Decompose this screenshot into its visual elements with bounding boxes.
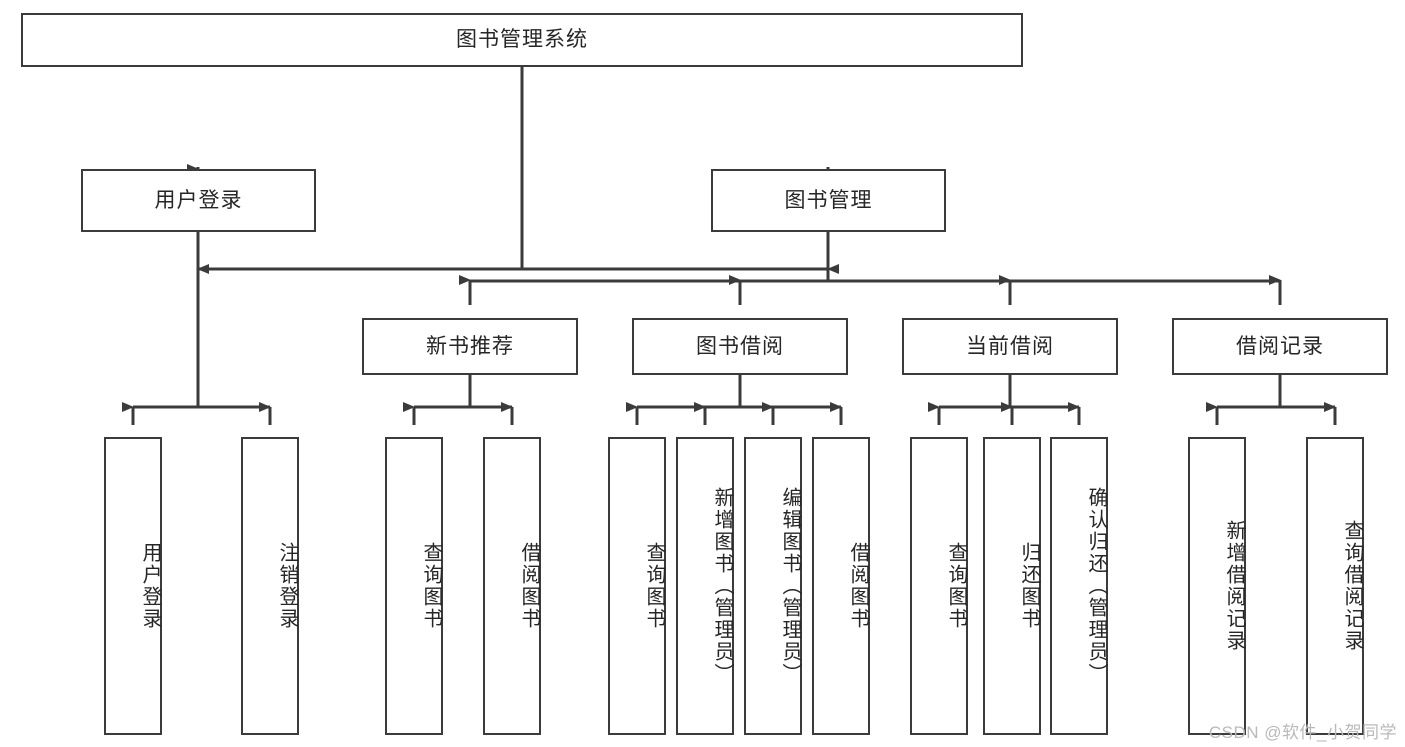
node-leaf-borrow-book-2[interactable]: 借阅图书 — [812, 437, 870, 735]
node-leaf-query-book-2[interactable]: 查询图书 — [608, 437, 666, 735]
node-borrow-record-label: 借阅记录 — [1236, 334, 1324, 358]
node-leaf-query-book-1-label: 查询图书 — [420, 542, 442, 630]
csdn-watermark: CSDN @软件_小贺同学 — [1208, 723, 1397, 742]
node-user-login[interactable]: 用户登录 — [81, 169, 316, 232]
node-leaf-borrow-book-1-label: 借阅图书 — [518, 542, 540, 630]
node-leaf-user-login-label: 用户登录 — [139, 542, 161, 630]
node-leaf-add-book-label: 新增图书（管理员） — [711, 487, 733, 685]
node-current-borrow-label: 当前借阅 — [966, 334, 1054, 358]
node-leaf-confirm-return[interactable]: 确认归还（管理员） — [1050, 437, 1108, 735]
node-book-manage-label: 图书管理 — [784, 188, 873, 212]
node-leaf-user-login[interactable]: 用户登录 — [104, 437, 162, 735]
node-leaf-borrow-book-1[interactable]: 借阅图书 — [483, 437, 541, 735]
node-leaf-edit-book[interactable]: 编辑图书（管理员） — [744, 437, 802, 735]
node-new-book-rec[interactable]: 新书推荐 — [362, 318, 578, 375]
node-leaf-query-book-1[interactable]: 查询图书 — [385, 437, 443, 735]
node-new-book-rec-label: 新书推荐 — [426, 334, 514, 358]
node-leaf-user-logout-label: 注销登录 — [276, 542, 298, 630]
node-book-borrow-label: 图书借阅 — [696, 334, 784, 358]
node-root[interactable]: 图书管理系统 — [21, 13, 1023, 67]
node-leaf-edit-book-label: 编辑图书（管理员） — [779, 487, 801, 685]
node-leaf-return-book[interactable]: 归还图书 — [983, 437, 1041, 735]
node-leaf-query-book-3[interactable]: 查询图书 — [910, 437, 968, 735]
node-leaf-borrow-book-2-label: 借阅图书 — [847, 542, 869, 630]
node-leaf-query-record[interactable]: 查询借阅记录 — [1306, 437, 1364, 735]
node-leaf-confirm-return-label: 确认归还（管理员） — [1085, 487, 1107, 685]
node-borrow-record[interactable]: 借阅记录 — [1172, 318, 1388, 375]
node-leaf-query-record-label: 查询借阅记录 — [1341, 520, 1363, 652]
node-leaf-query-book-3-label: 查询图书 — [945, 542, 967, 630]
node-leaf-user-logout[interactable]: 注销登录 — [241, 437, 299, 735]
node-leaf-add-record[interactable]: 新增借阅记录 — [1188, 437, 1246, 735]
node-current-borrow[interactable]: 当前借阅 — [902, 318, 1118, 375]
node-leaf-return-book-label: 归还图书 — [1018, 542, 1040, 630]
node-leaf-add-record-label: 新增借阅记录 — [1223, 520, 1245, 652]
node-leaf-add-book[interactable]: 新增图书（管理员） — [676, 437, 734, 735]
node-leaf-query-book-2-label: 查询图书 — [643, 542, 665, 630]
node-root-label: 图书管理系统 — [456, 28, 588, 52]
node-book-manage[interactable]: 图书管理 — [711, 169, 946, 232]
node-user-login-label: 用户登录 — [154, 188, 243, 212]
node-book-borrow[interactable]: 图书借阅 — [632, 318, 848, 375]
